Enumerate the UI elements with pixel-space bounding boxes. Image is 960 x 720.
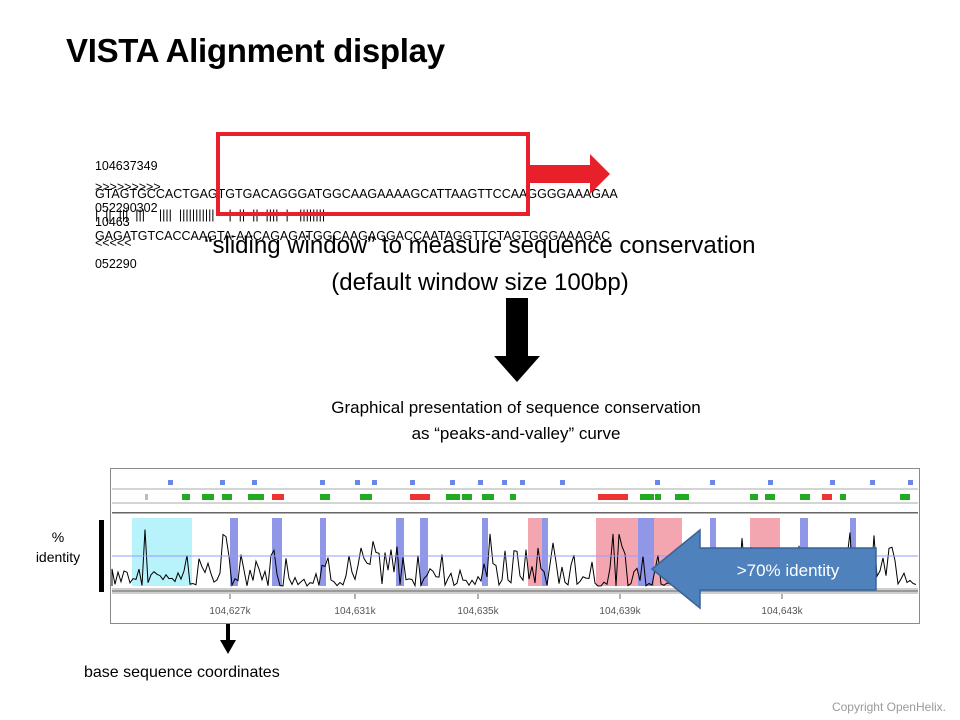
match-arrows: >>>>>>>>>	[94, 180, 161, 194]
track-feature-mark	[840, 494, 846, 500]
blue-feature-mark	[655, 480, 660, 485]
track-feature-mark	[675, 494, 689, 500]
track-feature-mark	[462, 494, 472, 500]
caption-line-2: as “peaks-and-valley” curve	[411, 424, 621, 443]
blue-feature-mark	[372, 480, 377, 485]
track-feature-mark	[272, 494, 284, 500]
track-feature-mark	[222, 494, 232, 500]
plot-top-border	[112, 512, 918, 514]
blue-feature-mark	[478, 480, 483, 485]
top-sequence: GTAGTGCCACTGAGTGTGACAGGGATGGCAAGAAAAGCAT…	[94, 187, 618, 201]
identity-axis-bar	[99, 520, 104, 592]
copyright-text: Copyright OpenHelix.	[831, 700, 946, 714]
blue-feature-mark	[220, 480, 225, 485]
conserved-region-fill	[542, 518, 548, 586]
page-title: VISTA Alignment display	[66, 32, 445, 69]
blue-feature-mark	[410, 480, 415, 485]
blue-feature-mark	[320, 480, 325, 485]
callout-arrow-shape	[650, 528, 877, 610]
conserved-region-fill	[272, 518, 282, 586]
x-tick-label: 104,635k	[457, 606, 499, 617]
subtitle-line-2: (default window size 100bp)	[331, 269, 629, 296]
track-feature-mark	[446, 494, 460, 500]
coordinate-bar-line	[112, 590, 918, 592]
y-axis-label: % identity	[18, 527, 98, 567]
track-feature-mark	[360, 494, 372, 500]
blue-feature-mark	[560, 480, 565, 485]
y-label-percent: %	[51, 529, 65, 545]
track-feature-mark	[655, 494, 661, 500]
x-tick-label: 104,639k	[599, 606, 641, 617]
track-feature-mark	[900, 494, 910, 500]
blue-feature-mark	[355, 480, 360, 485]
track-feature-mark	[510, 494, 516, 500]
conserved-region-fill	[230, 518, 238, 586]
feature-track-top	[168, 480, 913, 485]
subtitle-line-1: “sliding window” to measure sequence con…	[204, 232, 756, 259]
conserved-region-fill	[638, 518, 654, 586]
x-tick-label: 104,627k	[209, 606, 251, 617]
y-label-identity: identity	[35, 549, 81, 565]
x-tick-label: 104,643k	[761, 606, 803, 617]
caption-line-1: Graphical presentation of sequence conse…	[331, 398, 701, 417]
track-feature-mark	[320, 494, 330, 500]
base-coords-label: base sequence coordinates	[84, 664, 280, 681]
blue-feature-mark	[520, 480, 525, 485]
blue-feature-mark	[768, 480, 773, 485]
coords-arrow-head	[220, 640, 236, 654]
alignment-top-row: 104637349 GTAGTGCCACTGAGTGTGACAGGGATGGCA…	[88, 145, 618, 229]
conserved-region-fill	[320, 518, 326, 586]
track-feature-mark	[248, 494, 264, 500]
blue-feature-mark	[450, 480, 455, 485]
conserved-region-fill	[132, 518, 192, 586]
track-feature-mark	[822, 494, 832, 500]
track-feature-mark	[750, 494, 758, 500]
identity-callout: >70% identity	[650, 528, 877, 610]
blue-feature-mark	[168, 480, 173, 485]
blue-feature-mark	[502, 480, 507, 485]
alignment-bottom-row: 052290302 GAGATGTCACCAAGTA-AACAGAGATGGCA…	[88, 187, 610, 271]
blue-feature-mark	[252, 480, 257, 485]
top-end-coord: 10463	[94, 215, 130, 229]
sliding-window-box	[216, 132, 530, 216]
blue-feature-mark	[870, 480, 875, 485]
slide-direction-arrow	[528, 154, 610, 194]
blue-feature-mark	[710, 480, 715, 485]
bottom-sequence: GAGATGTCACCAAGTA-AACAGAGATGGCAAGAGGACCAA…	[94, 229, 611, 243]
track-feature-mark	[202, 494, 214, 500]
bottom-start-coord: 052290302	[94, 201, 158, 215]
match-end-arrows: <<<<<	[94, 236, 132, 250]
feature-track-mid	[145, 494, 910, 500]
track-feature-mark	[410, 494, 430, 500]
down-arrow-icon	[494, 298, 540, 382]
track-feature-mark	[598, 494, 628, 500]
track-feature-mark	[182, 494, 190, 500]
conserved-region-fill	[396, 518, 404, 586]
track-feature-mark	[765, 494, 775, 500]
x-tick-label: 104,631k	[334, 606, 376, 617]
track-feature-mark	[800, 494, 810, 500]
track-feature-mark	[482, 494, 494, 500]
blue-feature-mark	[830, 480, 835, 485]
bottom-end-coord: 052290	[94, 257, 137, 271]
x-axis-ticks: 104,627k 104,631k 104,635k 104,639k 104,643k	[209, 594, 804, 617]
callout-text: >70% identity	[737, 561, 840, 580]
vista-plot: 104,627k 104,631k 104,635k 104,639k 104,643k	[110, 468, 920, 624]
conserved-region-fill	[420, 518, 428, 586]
track-feature-mark	[640, 494, 654, 500]
track-feature-mark	[145, 494, 148, 500]
top-start-coord: 104637349	[94, 159, 158, 173]
blue-feature-mark	[908, 480, 913, 485]
conserved-region-fill	[482, 518, 488, 586]
